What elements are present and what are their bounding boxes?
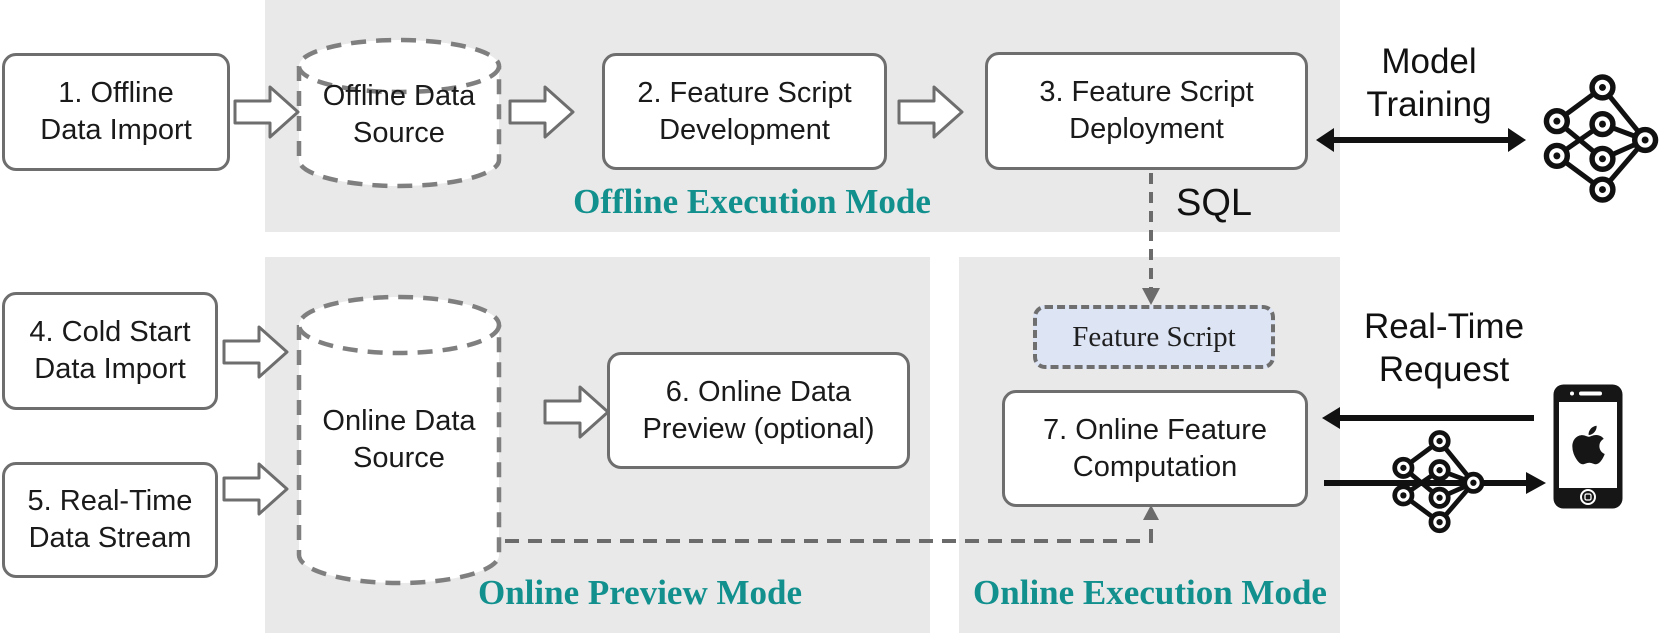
step7-line1: 7. Online Feature [1042, 413, 1268, 446]
flow-arrow-2-icon [508, 85, 575, 139]
online-source-dashed-arrow [505, 505, 1159, 543]
step3-box: 3. Feature Script Deployment [985, 52, 1308, 170]
step6-line1: 6. Online Data [665, 375, 852, 408]
step2-box: 2. Feature Script Development [602, 53, 887, 170]
step5-line2: Data Stream [28, 522, 192, 554]
flow-arrow-5-icon [222, 462, 289, 516]
online-data-source-label: Online Data Source [303, 403, 495, 477]
feature-script-box: Feature Script [1033, 305, 1275, 369]
flow-arrow-3-icon [897, 85, 964, 139]
step5-box: 5. Real-Time Data Stream [2, 462, 218, 578]
flow-arrow-6-icon [543, 385, 610, 439]
online-execution-mode-label: Online Execution Mode [973, 573, 1327, 612]
step4-box: 4. Cold Start Data Import [2, 292, 218, 410]
offline-source-line2: Source [353, 117, 445, 149]
flow-arrow-4-icon [222, 325, 289, 379]
real-time-request-label: Real-Time Request [1364, 305, 1524, 391]
model-training-arrow [1316, 128, 1526, 152]
sql-dashed-arrow [1142, 173, 1160, 305]
step2-line1: 2. Feature Script [637, 76, 852, 109]
step3-line2: Deployment [1069, 113, 1224, 145]
online-source-line2: Source [353, 442, 445, 474]
model-training-line2: Training [1366, 85, 1492, 124]
smartphone-apple-icon [1553, 384, 1623, 509]
online-preview-mode-label: Online Preview Mode [477, 573, 803, 612]
real-time-request-line1: Real-Time [1363, 307, 1525, 346]
feature-response-arrow [1324, 472, 1546, 494]
step6-box: 6. Online Data Preview (optional) [607, 352, 910, 469]
model-training-line1: Model [1381, 42, 1477, 81]
step4-line1: 4. Cold Start [29, 316, 191, 348]
step2-line2: Development [659, 113, 830, 146]
step7-line2: Computation [1072, 450, 1238, 483]
sql-label: SQL [1176, 182, 1253, 224]
real-time-request-arrow [1322, 407, 1534, 429]
step1-line1: 1. Offline [58, 77, 174, 109]
neural-network-icon [1543, 74, 1659, 203]
step1-box: 1. Offline Data Import [2, 53, 230, 171]
apple-logo-icon [1572, 425, 1605, 465]
feature-script-label: Feature Script [1072, 320, 1236, 353]
step4-line2: Data Import [34, 353, 186, 385]
offline-data-source-label: Offline Data Source [303, 78, 495, 152]
online-source-line1: Online Data [322, 405, 476, 437]
step3-line1: 3. Feature Script [1039, 76, 1254, 108]
offline-execution-mode-label: Offline Execution Mode [573, 182, 931, 221]
model-training-label: Model Training [1366, 40, 1491, 126]
neural-network-icon [1392, 430, 1485, 534]
step6-line2: Preview (optional) [642, 412, 875, 445]
online-data-source-cylinder [296, 294, 502, 586]
step5-line1: 5. Real-Time [27, 485, 193, 517]
offline-source-line1: Offline Data [322, 80, 476, 112]
step1-line2: Data Import [40, 114, 192, 146]
step7-box: 7. Online Feature Computation [1002, 390, 1308, 507]
flow-arrow-1-icon [233, 85, 300, 139]
real-time-request-line2: Request [1378, 350, 1510, 389]
offline-data-source-cylinder [296, 37, 502, 189]
